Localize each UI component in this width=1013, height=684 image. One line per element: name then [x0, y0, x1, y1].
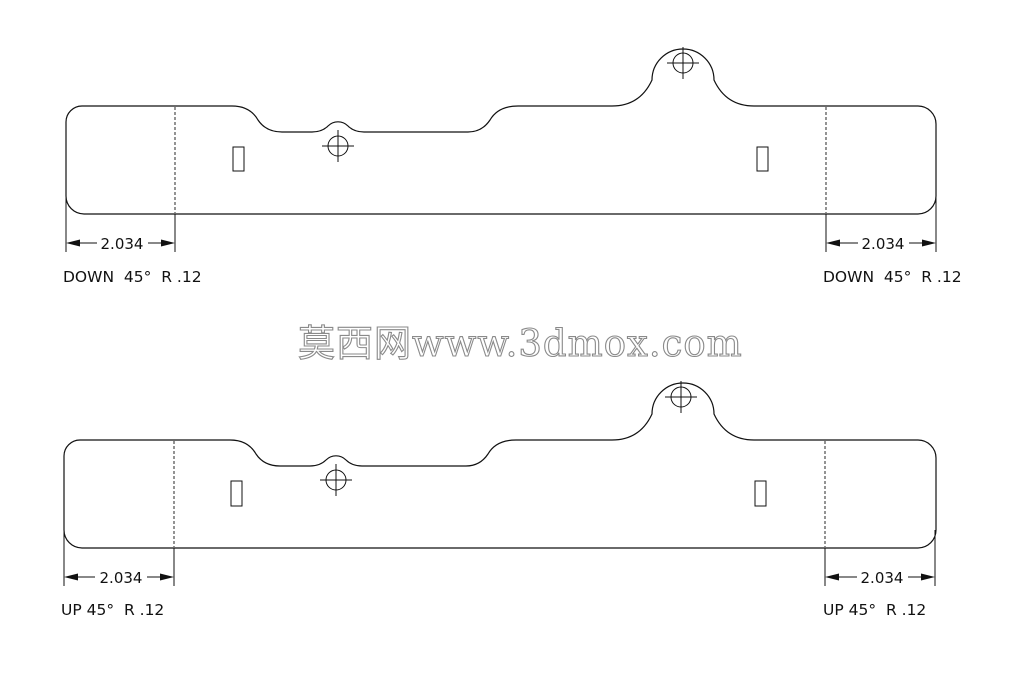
top-center-hole: [322, 130, 354, 162]
top-right-dimension-value: 2.034: [862, 235, 905, 253]
bottom-left-bend-note: UP 45° R .12: [61, 601, 164, 619]
top-right-dimension: 2.034: [825, 196, 937, 253]
watermark: 莫西网www.3dmox.com: [298, 322, 743, 365]
arrowhead: [161, 239, 175, 247]
bottom-tab-hole: [665, 381, 697, 413]
top-part-outline: [65, 48, 937, 215]
bottom-part-outline: [63, 382, 937, 549]
top-right-slot: [756, 146, 769, 172]
bottom-right-bend-note: UP 45° R .12: [823, 601, 926, 619]
top-left-dimension-value: 2.034: [101, 235, 144, 253]
bottom-center-hole: [320, 464, 352, 496]
bottom-right-slot: [754, 480, 767, 507]
top-part: 2.034 DOWN 45° R .12 2.034 DOWN 45° R .1…: [63, 47, 962, 286]
arrowhead: [160, 573, 174, 581]
bottom-left-dimension-value: 2.034: [100, 569, 143, 587]
top-left-dimension: 2.034: [65, 196, 176, 253]
top-left-bend-note: DOWN 45° R .12: [63, 268, 202, 286]
bottom-left-dimension: 2.034: [63, 530, 175, 587]
bottom-part: 2.034 UP 45° R .12 2.034 UP 45° R .12: [61, 381, 937, 619]
arrowhead: [66, 239, 80, 247]
arrowhead: [64, 573, 78, 581]
arrowhead: [826, 239, 840, 247]
top-left-slot: [232, 146, 245, 172]
arrowhead: [921, 573, 935, 581]
arrowhead: [922, 239, 936, 247]
bottom-right-dimension: 2.034: [824, 530, 936, 587]
arrowhead: [825, 573, 839, 581]
bottom-right-dimension-value: 2.034: [861, 569, 904, 587]
bottom-left-slot: [230, 480, 243, 507]
top-right-bend-note: DOWN 45° R .12: [823, 268, 962, 286]
top-tab-hole: [667, 47, 699, 79]
